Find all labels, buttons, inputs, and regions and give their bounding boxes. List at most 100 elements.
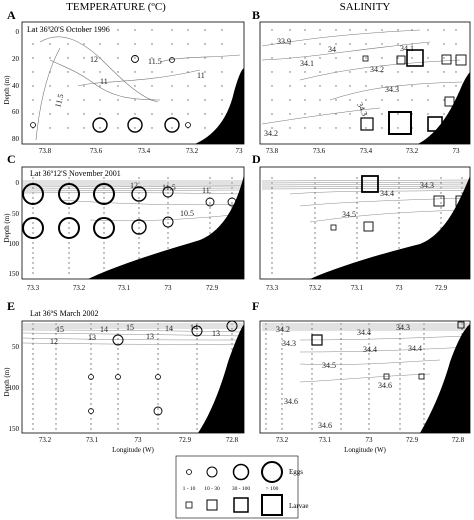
station-dot: [151, 127, 153, 129]
station-dot: [368, 398, 370, 400]
egg-marker: [185, 122, 191, 128]
station-dot: [311, 413, 313, 415]
station-dot: [443, 43, 445, 45]
station-dot: [368, 333, 370, 335]
station-dot: [55, 358, 57, 360]
station-dot: [411, 99, 413, 101]
larva-marker: [388, 111, 412, 135]
station-dot: [117, 57, 119, 59]
station-dot: [440, 227, 442, 229]
legend-larva-marker: [261, 494, 283, 516]
station-dot: [32, 348, 34, 350]
station-dot: [67, 43, 69, 45]
station-dot: [83, 29, 85, 31]
x-tick: 72.9: [206, 284, 219, 292]
station-dot: [368, 348, 370, 350]
station-dot: [134, 85, 136, 87]
station-dot: [32, 71, 34, 73]
station-dot: [335, 57, 337, 59]
station-dot: [311, 403, 313, 405]
station-dot: [368, 423, 370, 425]
x-tick: 72.9: [179, 436, 192, 444]
station-dot: [311, 378, 313, 380]
station-dot: [90, 363, 92, 365]
station-dot: [55, 393, 57, 395]
x-tick: 73: [453, 147, 461, 155]
station-dot: [399, 428, 401, 430]
station-dot: [117, 71, 119, 73]
legend-larva-marker: [206, 499, 218, 511]
egg-marker: [112, 334, 124, 346]
station-dot: [281, 348, 283, 350]
station-dot: [55, 368, 57, 370]
station-dot: [397, 57, 399, 59]
panel-d: D 73.3 73.2 73.1 73 72.9 34.3 34.4 34.5: [252, 152, 471, 292]
station-dot: [68, 207, 70, 209]
seafloor: [310, 176, 470, 279]
station-dot: [265, 328, 267, 330]
station-dot: [32, 222, 34, 224]
egg-marker: [131, 55, 139, 63]
station-dot: [32, 398, 34, 400]
station-dot: [304, 71, 306, 73]
station-dot: [311, 393, 313, 395]
station-dot: [398, 217, 400, 219]
station-dot: [196, 383, 198, 385]
larva-marker: [433, 195, 445, 207]
station-dot: [443, 99, 445, 101]
legend-class-label: 1 - 10: [183, 486, 196, 492]
station-dot: [381, 57, 383, 59]
station-dot: [349, 113, 351, 115]
y-tick: 20: [12, 55, 20, 63]
station-dot: [398, 247, 400, 249]
contour-label: 34.4: [380, 189, 394, 198]
station-dot: [117, 398, 119, 400]
station-dot: [281, 373, 283, 375]
panel-e: E Lat 36ºS March 2002 Depth (m) 50 100 1…: [3, 299, 245, 454]
station-dot: [49, 57, 51, 59]
station-dot: [314, 232, 316, 234]
contour-label: 34.3: [396, 323, 410, 332]
station-dot: [103, 242, 105, 244]
station-dot: [265, 368, 267, 370]
station-dot: [32, 252, 34, 254]
station-dot: [311, 368, 313, 370]
station-dot: [281, 423, 283, 425]
legend-egg-marker: [186, 469, 192, 475]
x-tick: 73.6: [313, 147, 326, 155]
station-dot: [281, 408, 283, 410]
x-tick: 73.3: [266, 284, 279, 292]
station-dot: [427, 71, 429, 73]
station-dot: [231, 333, 233, 335]
legend: Eggs 1 - 10 10 - 30 30 - 100 > 100 Larva…: [175, 455, 308, 519]
station-dot: [356, 177, 358, 179]
station-dot: [67, 57, 69, 59]
station-dot: [381, 113, 383, 115]
x-tick: 73: [236, 147, 244, 155]
x-tick: 73.2: [309, 284, 322, 292]
station-dot: [356, 222, 358, 224]
station-dot: [49, 99, 51, 101]
station-dot: [32, 368, 34, 370]
station-dot: [423, 353, 425, 355]
station-dot: [117, 383, 119, 385]
legend-larva-marker: [185, 501, 193, 509]
station-dot: [356, 207, 358, 209]
station-dot: [90, 368, 92, 370]
station-dot: [151, 57, 153, 59]
station-dot: [167, 232, 169, 234]
station-dot: [103, 212, 105, 214]
station-dot: [314, 237, 316, 239]
station-dot: [399, 398, 401, 400]
station-dot: [399, 368, 401, 370]
legend-class-label: > 100: [266, 486, 279, 492]
station-dot: [103, 177, 105, 179]
y-tick: 0: [16, 179, 20, 187]
station-dot: [461, 177, 463, 179]
station-dot: [304, 99, 306, 101]
station-dot: [32, 408, 34, 410]
station-dot: [340, 398, 342, 400]
station-dot: [32, 207, 34, 209]
station-dot: [356, 252, 358, 254]
station-dot: [399, 378, 401, 380]
